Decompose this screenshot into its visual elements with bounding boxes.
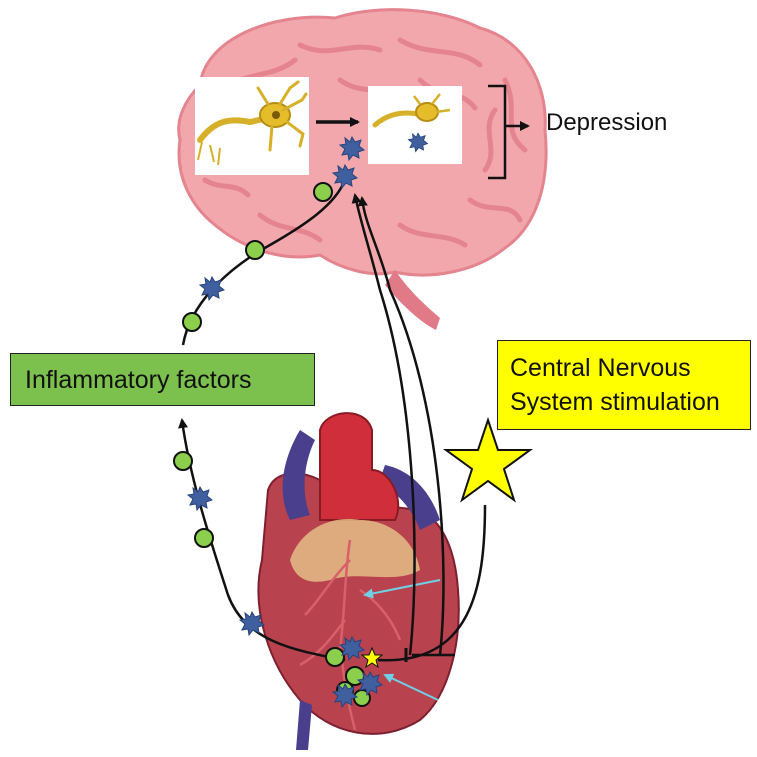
inflammatory-factors-box: Inflammatory factors: [10, 353, 315, 406]
cns-label-line1: Central Nervous: [510, 351, 750, 385]
neuron-panel-damaged: [368, 86, 462, 164]
depression-label: Depression: [546, 109, 667, 137]
cns-label-line2: System stimulation: [510, 385, 750, 419]
inflammatory-factors-label: Inflammatory factors: [25, 366, 251, 394]
cns-stimulation-box: Central Nervous System stimulation: [497, 340, 751, 430]
neuron-panel-healthy: [195, 77, 309, 175]
star-icon: [446, 420, 530, 500]
